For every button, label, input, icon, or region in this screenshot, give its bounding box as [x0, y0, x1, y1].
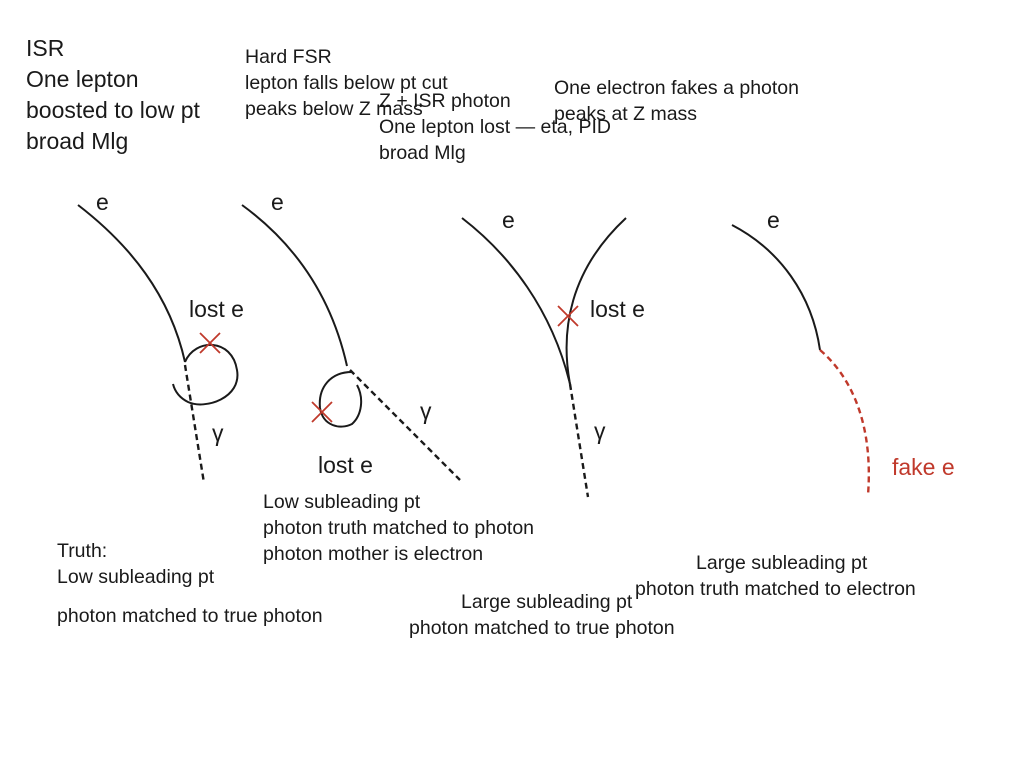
hard-fsr-title-line: lepton falls below pt cut: [245, 72, 448, 94]
fake-electron-dashed-track: [819, 349, 870, 496]
isr-title-line: ISR: [26, 35, 65, 61]
z-isr-title-block: Z + ISR photon One lepton lost — eta, PI…: [379, 88, 611, 166]
fsr-electron-label: e: [271, 189, 284, 215]
z-isr-truth-line: photon matched to true photon: [409, 617, 675, 639]
fake-truth-block: Large subleading pt photon truth matched…: [635, 550, 916, 602]
isr-lost-marker-icon: [199, 332, 221, 354]
fake-electron-label: e: [767, 207, 780, 233]
hard-fsr-title-line: Hard FSR: [245, 46, 332, 68]
fsr-photon-label: γ: [420, 398, 432, 424]
isr-diagram: [77, 204, 239, 484]
zisr-photon-line: [568, 383, 590, 498]
hard-fsr-diagram: [241, 204, 461, 481]
fsr-lost-electron-loop: [318, 371, 363, 428]
isr-truth-block: Truth: Low subleading pt: [57, 538, 214, 590]
isr-truth-line: Low subleading pt: [57, 566, 215, 588]
z-isr-title-line: broad Mlg: [379, 142, 466, 164]
fake-electron-red-label: fake e: [892, 454, 955, 480]
fake-truth-line: Large subleading pt: [696, 552, 868, 574]
fsr-photon-line: [349, 369, 461, 481]
hard-fsr-title-block: Hard FSR lepton falls below pt cut peaks…: [245, 44, 448, 122]
isr-title-line: broad Mlg: [26, 128, 129, 154]
isr-title-block: ISR One lepton boosted to low pt broad M…: [26, 33, 200, 157]
zisr-lost-electron-track: [565, 217, 627, 385]
zisr-electron-label: e: [502, 207, 515, 233]
zisr-electron-track: [461, 217, 571, 385]
hard-fsr-truth-line: photon mother is electron: [263, 543, 484, 565]
isr-truth-line: Truth:: [57, 540, 108, 562]
fake-electron-track: [731, 224, 821, 351]
fsr-lost-electron-label: lost e: [318, 452, 373, 478]
hard-fsr-title-line: peaks below Z mass: [245, 98, 423, 120]
fsr-lost-marker-icon: [311, 401, 333, 423]
z-isr-title-line: Z + ISR photon: [379, 90, 511, 112]
isr-match-line: photon matched to true photon: [57, 605, 323, 627]
z-isr-title-line: One lepton lost — eta, PID: [379, 116, 611, 138]
fake-title-line: One electron fakes a photon: [554, 77, 799, 99]
isr-title-line: One lepton: [26, 66, 139, 92]
isr-electron-track: [77, 204, 186, 363]
isr-photon-label: γ: [212, 420, 224, 446]
fsr-electron-track: [241, 204, 348, 367]
hard-fsr-truth-block: Low subleading pt photon truth matched t…: [263, 489, 534, 567]
zisr-photon-label: γ: [594, 418, 606, 444]
hard-fsr-truth-line: photon truth matched to photon: [263, 517, 535, 539]
isr-electron-label: e: [96, 189, 109, 215]
z-isr-truth-block: Large subleading pt photon matched to tr…: [409, 589, 675, 641]
zisr-lost-marker-icon: [557, 305, 579, 327]
z-isr-diagram: [461, 217, 627, 498]
fake-title-block: One electron fakes a photon peaks at Z m…: [554, 75, 799, 127]
z-isr-truth-line: Large subleading pt: [461, 591, 633, 613]
isr-lost-electron-label: lost e: [189, 296, 244, 322]
isr-photon-line: [183, 364, 206, 484]
fake-truth-line: photon truth matched to electron: [635, 578, 916, 600]
isr-lost-electron-loop: [172, 344, 239, 406]
fake-title-line: peaks at Z mass: [554, 103, 698, 125]
zisr-lost-electron-label: lost e: [590, 296, 645, 322]
hard-fsr-truth-line: Low subleading pt: [263, 491, 421, 513]
fake-diagram: [731, 224, 870, 496]
isr-title-line: boosted to low pt: [26, 97, 200, 123]
